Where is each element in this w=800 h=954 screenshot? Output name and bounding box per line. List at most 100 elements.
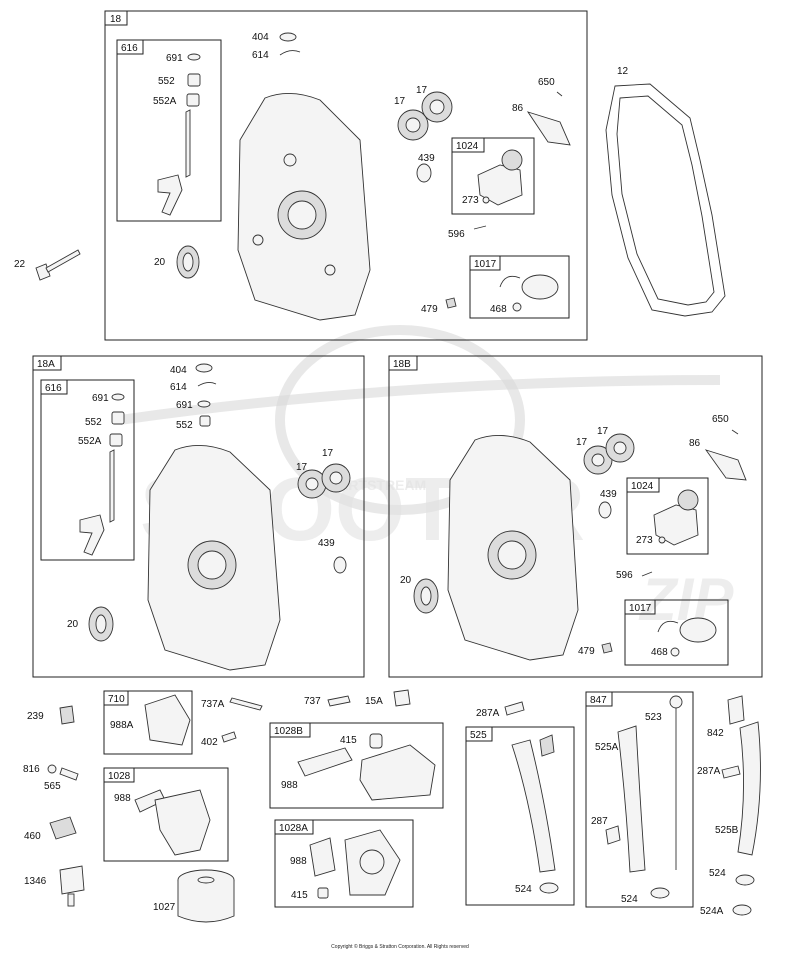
gasket-988-c (309, 837, 336, 877)
screw-650 (556, 91, 563, 97)
label-525A: 525A (595, 742, 619, 753)
label-691: 691 (176, 400, 193, 411)
box-label-18B: 18B (393, 359, 411, 370)
label-650: 650 (538, 77, 555, 88)
shaft (185, 109, 191, 178)
label-17: 17 (322, 448, 334, 459)
label-479: 479 (421, 304, 438, 315)
label-404: 404 (170, 365, 187, 376)
box-label-847: 847 (590, 695, 607, 706)
fitting-15A (393, 689, 411, 707)
washer-439 (416, 163, 432, 183)
label-239: 239 (27, 711, 44, 722)
label-20: 20 (67, 619, 79, 630)
label-415: 415 (340, 735, 357, 746)
label-525B: 525B (715, 825, 739, 836)
gasket-12 (605, 83, 726, 317)
label-523: 523 (645, 712, 662, 723)
box-label-525: 525 (470, 730, 487, 741)
seal-524A (732, 904, 752, 916)
gasket-988-b (297, 747, 353, 777)
washer-691 (187, 53, 201, 61)
label-460: 460 (24, 831, 41, 842)
label-988: 988 (290, 856, 307, 867)
group-lower: 710 1028B 1028 1028A (47, 689, 761, 923)
governor-arm (157, 174, 183, 216)
valve-1346 (59, 865, 85, 895)
bolt-287A-b (721, 765, 741, 779)
label-468: 468 (651, 647, 668, 658)
label-614: 614 (170, 382, 187, 393)
seal-524-a (539, 882, 559, 894)
label-22: 22 (14, 259, 26, 270)
label-468: 468 (490, 304, 507, 315)
label-988: 988 (281, 780, 298, 791)
label-273: 273 (636, 535, 653, 546)
label-287A: 287A (476, 708, 500, 719)
box-label-1017: 1017 (474, 259, 497, 270)
label-552: 552 (158, 76, 175, 87)
box-label-616-b: 616 (45, 383, 62, 394)
label-524: 524 (515, 884, 532, 895)
label-12: 12 (617, 66, 629, 77)
bushing-552A (186, 93, 200, 107)
washer-816 (47, 764, 57, 774)
label-614: 614 (252, 50, 269, 61)
screw-737 (327, 695, 351, 707)
label-479: 479 (578, 646, 595, 657)
sensor-239 (59, 705, 75, 725)
label-596: 596 (448, 229, 465, 240)
group-18: 18 616 1024 (104, 10, 588, 341)
adapter-710 (144, 694, 191, 746)
adapter-1028B (359, 744, 436, 801)
bushing-552 (187, 73, 201, 87)
box-label-1024-b: 1024 (631, 481, 654, 492)
label-86: 86 (512, 103, 524, 114)
bolt-287A (504, 701, 525, 716)
bolt-22 (35, 249, 81, 281)
label-1346: 1346 (24, 876, 47, 887)
box-label-1024: 1024 (456, 141, 479, 152)
label-552: 552 (176, 420, 193, 431)
box-label-18: 18 (110, 14, 122, 25)
label-596: 596 (616, 570, 633, 581)
box-label-710: 710 (108, 694, 125, 705)
label-524A: 524A (700, 906, 724, 917)
seal-524-b (650, 887, 670, 899)
label-17: 17 (597, 426, 609, 437)
label-552: 552 (85, 417, 102, 428)
label-691: 691 (92, 393, 109, 404)
label-86: 86 (689, 438, 701, 449)
label-20: 20 (154, 257, 166, 268)
cap-842 (727, 695, 745, 725)
label-402: 402 (201, 737, 218, 748)
screw-596 (473, 225, 487, 230)
label-287: 287 (591, 816, 608, 827)
label-737A: 737A (201, 699, 225, 710)
box-label-1028A: 1028A (279, 823, 308, 834)
label-565: 565 (44, 781, 61, 792)
label-650: 650 (712, 414, 729, 425)
adapter-1028 (154, 789, 211, 856)
label-842: 842 (707, 728, 724, 739)
label-1027: 1027 (153, 902, 176, 913)
copyright-notice: Copyright © Briggs & Stratton Corporatio… (331, 944, 469, 950)
pin-614 (279, 50, 301, 56)
seal-524-c (735, 874, 755, 886)
label-988: 988 (114, 793, 131, 804)
plug-479 (445, 297, 457, 309)
cover-plate-86 (526, 111, 571, 146)
washer-404 (279, 32, 297, 42)
watermark-sub: PARTSTREAM (330, 477, 426, 493)
label-415: 415 (291, 890, 308, 901)
dipstick-tube-525A (617, 725, 646, 873)
label-439: 439 (600, 489, 617, 500)
group-18A: 18A 616 (32, 355, 365, 678)
fitting-415 (317, 887, 329, 899)
o-ring-468 (512, 302, 522, 312)
box-label-1017-b: 1017 (629, 603, 652, 614)
callouts: 404 614 691 552 552A 17 17 650 86 12 439… (14, 32, 739, 917)
label-20: 20 (400, 575, 412, 586)
label-816: 816 (23, 764, 40, 775)
